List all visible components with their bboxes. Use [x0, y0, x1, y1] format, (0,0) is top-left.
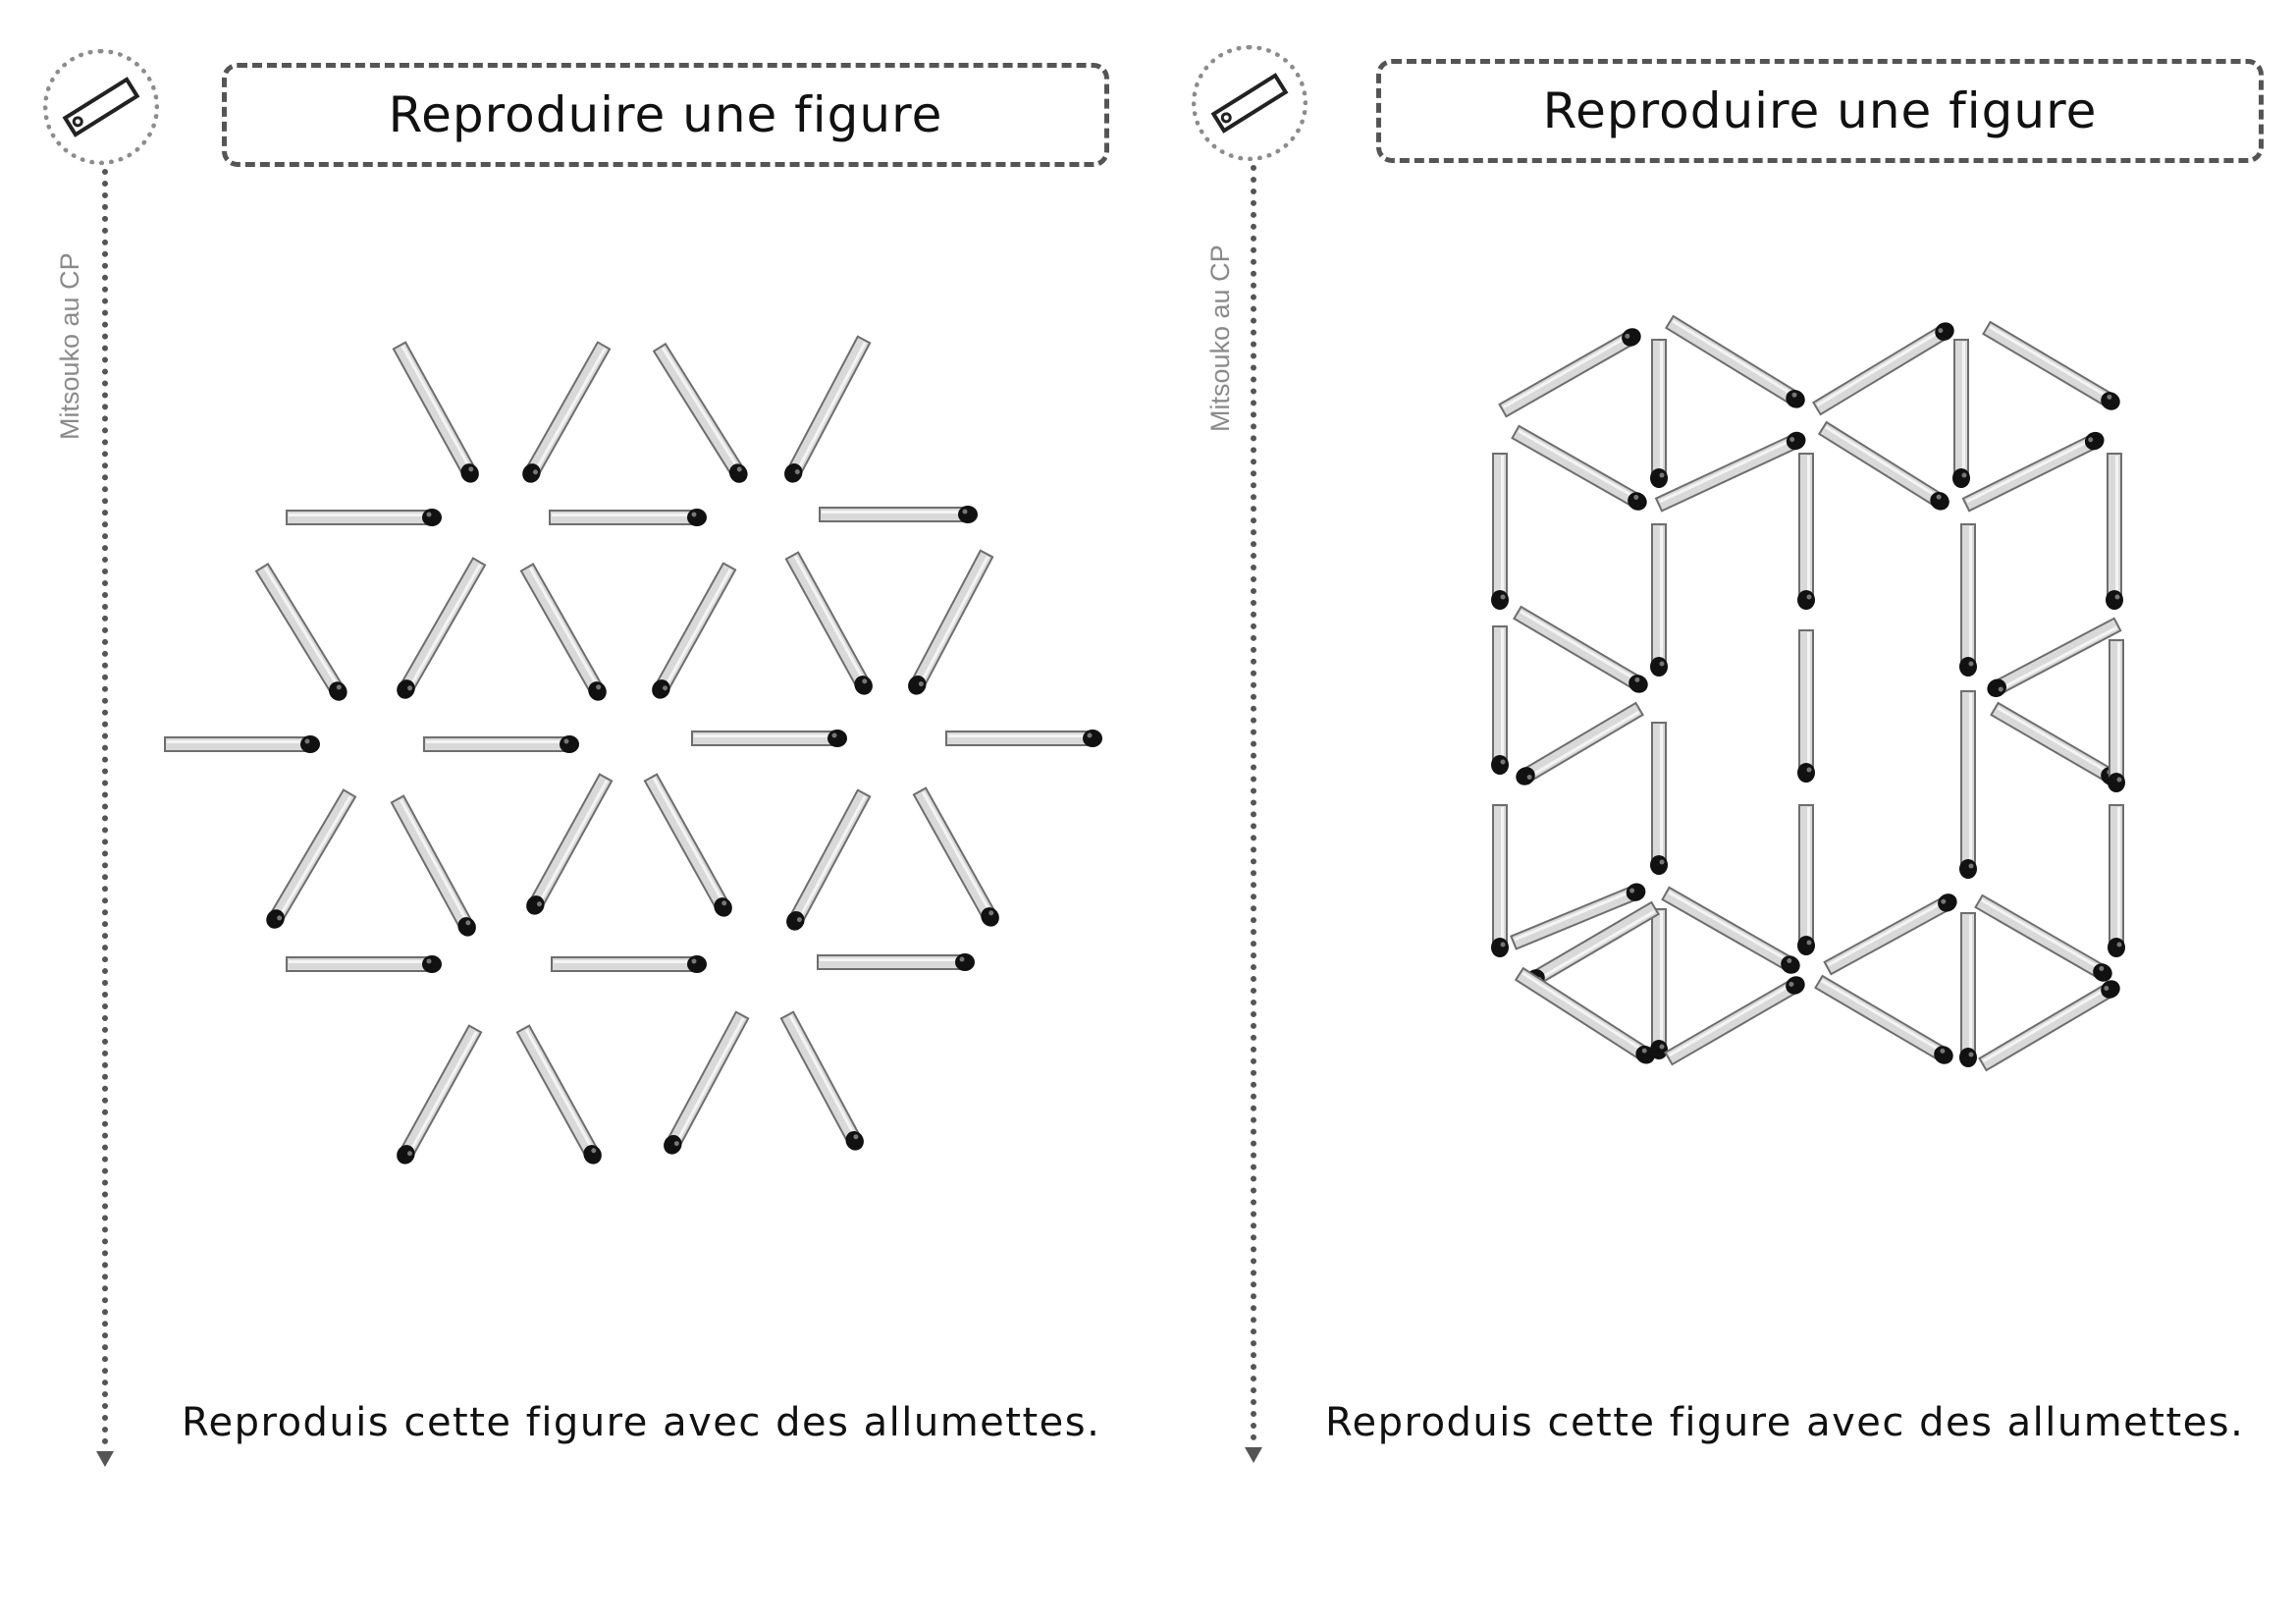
instruction-text: Reproduis cette figure avec des allumett… [182, 1400, 1101, 1445]
matchstick [784, 551, 873, 695]
matchstick [1491, 804, 1509, 957]
matchstick [286, 955, 442, 973]
matchstick [1812, 322, 1954, 416]
matchstick [2108, 639, 2125, 792]
worksheet-left: Reproduire une figure Mitsouko au CP Rep… [43, 49, 1109, 1467]
matchstick-figure-hexagon [164, 335, 1102, 1164]
matchstick [522, 341, 612, 483]
matchstick [1650, 908, 1668, 1059]
dotted-guide-line [102, 169, 108, 1445]
matchstick [945, 730, 1102, 747]
matchstick [551, 955, 707, 973]
activity-badge [1192, 45, 1308, 161]
matchstick [392, 341, 479, 483]
matchstick [1952, 339, 1970, 488]
matchstick [1959, 912, 1977, 1067]
matchstick [1650, 523, 1668, 677]
matchstick [1650, 722, 1668, 875]
matchstick [784, 335, 872, 483]
matchstick [1814, 974, 1953, 1064]
matchstick [1661, 886, 1800, 974]
title-box: Reproduire une figure [222, 63, 1109, 167]
matchstick [779, 1010, 864, 1151]
matchstick [397, 1024, 483, 1164]
matchstick [526, 773, 614, 915]
matchstick [1514, 966, 1655, 1064]
matchstick [1516, 701, 1644, 785]
matchstick [1511, 424, 1647, 511]
matchstick-figure-hexagon-columns [1491, 314, 2125, 1072]
dotted-guide-line [1251, 165, 1256, 1441]
ruler-icon [62, 77, 140, 137]
matchstick [691, 730, 847, 747]
matchstick [652, 342, 748, 483]
activity-badge [43, 49, 159, 165]
worksheet-right: Reproduire une figure Mitsouko au CP Rep… [1148, 0, 2296, 1624]
arrow-down-icon [96, 1451, 114, 1467]
matchstick [2106, 453, 2123, 610]
matchstick [664, 1010, 750, 1155]
matchstick [786, 788, 872, 931]
ruler-icon [1210, 73, 1289, 134]
matchstick [286, 509, 442, 526]
matchstick [1959, 523, 1977, 677]
matchstick [2108, 804, 2125, 957]
matchstick [912, 786, 999, 927]
instruction-text: Reproduis cette figure avec des allumett… [1325, 1400, 2245, 1445]
matchstick [1654, 431, 1806, 513]
matchstick [390, 794, 476, 937]
title-box: Reproduire une figure [1376, 59, 2264, 163]
matchstick [1491, 453, 1509, 610]
matchstick [1664, 314, 1805, 408]
matchstick [1498, 328, 1641, 418]
matchstick [1797, 453, 1815, 610]
matchstick [1961, 431, 2105, 513]
matchstick [1987, 617, 2122, 697]
matchstick [266, 788, 357, 929]
matchstick [515, 1024, 602, 1164]
page-title: Reproduire une figure [388, 86, 943, 143]
matchstick [1982, 320, 2120, 410]
matchstick [519, 563, 607, 701]
matchstick [1513, 605, 1648, 693]
matchstick [254, 562, 347, 701]
page-title: Reproduire une figure [1542, 82, 2098, 139]
matchstick [652, 562, 737, 699]
arrow-down-icon [1245, 1447, 1262, 1463]
matchstick [817, 953, 975, 971]
matchstick [164, 735, 320, 753]
matchstick [819, 506, 978, 523]
matchstick [908, 549, 994, 695]
matchstick [549, 509, 707, 526]
matchstick [1974, 893, 2112, 982]
matchstick [1510, 883, 1646, 950]
matchstick [1959, 690, 1977, 879]
matchstick [1823, 893, 1957, 976]
matchstick [1491, 625, 1509, 775]
matchstick [423, 735, 579, 753]
matchstick [1817, 420, 1949, 511]
matchstick [643, 773, 732, 917]
matchstick [1978, 980, 2120, 1072]
matchstick [397, 557, 487, 699]
matchstick [1797, 629, 1815, 783]
matchstick [1650, 339, 1668, 488]
matchstick [1664, 976, 1805, 1066]
matchstick [1797, 804, 1815, 955]
matchstick [1990, 701, 2120, 785]
